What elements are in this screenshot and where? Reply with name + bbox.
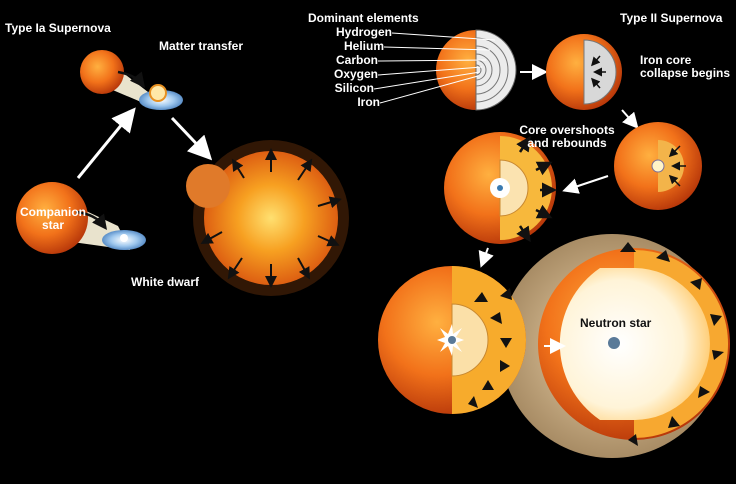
companion-star-label-line1: Companion	[20, 205, 86, 219]
transfer-arrow-icon	[117, 70, 146, 88]
type-ii-title: Type II Supernova	[620, 11, 723, 25]
core-overshoots-label-line1: Core overshoots	[519, 123, 615, 137]
layered-star-cutaway	[475, 29, 517, 111]
arrow-overshoot-to-rebound	[562, 175, 609, 194]
rebound-arrows	[516, 135, 557, 243]
white-dwarf-core	[120, 234, 128, 242]
white-dwarf-top	[149, 84, 167, 102]
companion-star	[16, 182, 88, 254]
white-dwarf-label: White dwarf	[131, 275, 199, 289]
rebound-inner-shell	[499, 159, 529, 217]
rebound-core	[497, 185, 503, 191]
iron-core-label-line1: Iron core	[640, 53, 692, 67]
companion-star-label: Companion star	[18, 206, 88, 232]
element-label-silicon: Silicon	[334, 81, 374, 95]
type-ia-title: Type Ia Supernova	[5, 21, 111, 35]
donor-star-top	[80, 50, 124, 94]
arrow-companion-to-transfer	[76, 107, 136, 179]
collapse-arrows	[591, 55, 606, 89]
explosion-arrows	[468, 288, 512, 408]
neutron-star-arrows	[620, 242, 724, 446]
exploding-star	[204, 151, 338, 285]
element-label-carbon: Carbon	[336, 53, 378, 67]
element-leader-lines	[373, 32, 496, 104]
element-label-helium: Helium	[343, 39, 384, 53]
explosion-inner-shell	[451, 303, 489, 377]
arrow-rebound-to-explosion	[478, 247, 494, 268]
neutron-star-label: Neutron star	[580, 316, 652, 330]
element-label-oxygen: Oxygen	[333, 67, 378, 81]
neutron-star-bright-region	[559, 268, 710, 420]
companion-star-at-explosion	[186, 164, 230, 208]
core-overshoots-label: Core overshoots and rebounds	[512, 124, 622, 150]
element-label-iron: Iron	[357, 95, 380, 109]
arrow-collapse-to-overshoot	[621, 109, 639, 130]
matter-transfer-label: Matter transfer	[159, 39, 244, 53]
companion-star-label-line2: star	[41, 218, 64, 232]
element-label-hydrogen: Hydrogen	[335, 25, 392, 39]
iron-core-label-line2: collapse begins	[640, 66, 731, 80]
iron-core-collapse-label: Iron core collapse begins	[640, 54, 730, 80]
explosion-core	[448, 336, 456, 344]
explosion-cutaway	[452, 266, 526, 414]
transfer-arrow-icon-2	[75, 210, 108, 230]
element-shells	[475, 37, 509, 103]
expansion-arrows	[200, 148, 342, 288]
overshoot-arrows	[668, 145, 686, 187]
core-overshoots-label-line2: and rebounds	[527, 136, 607, 150]
dominant-elements-label: Dominant elements	[308, 11, 419, 25]
neutron-star-core	[608, 337, 620, 349]
overshoot-core-icon	[651, 159, 665, 173]
arrow-transfer-to-explosion	[170, 116, 213, 161]
